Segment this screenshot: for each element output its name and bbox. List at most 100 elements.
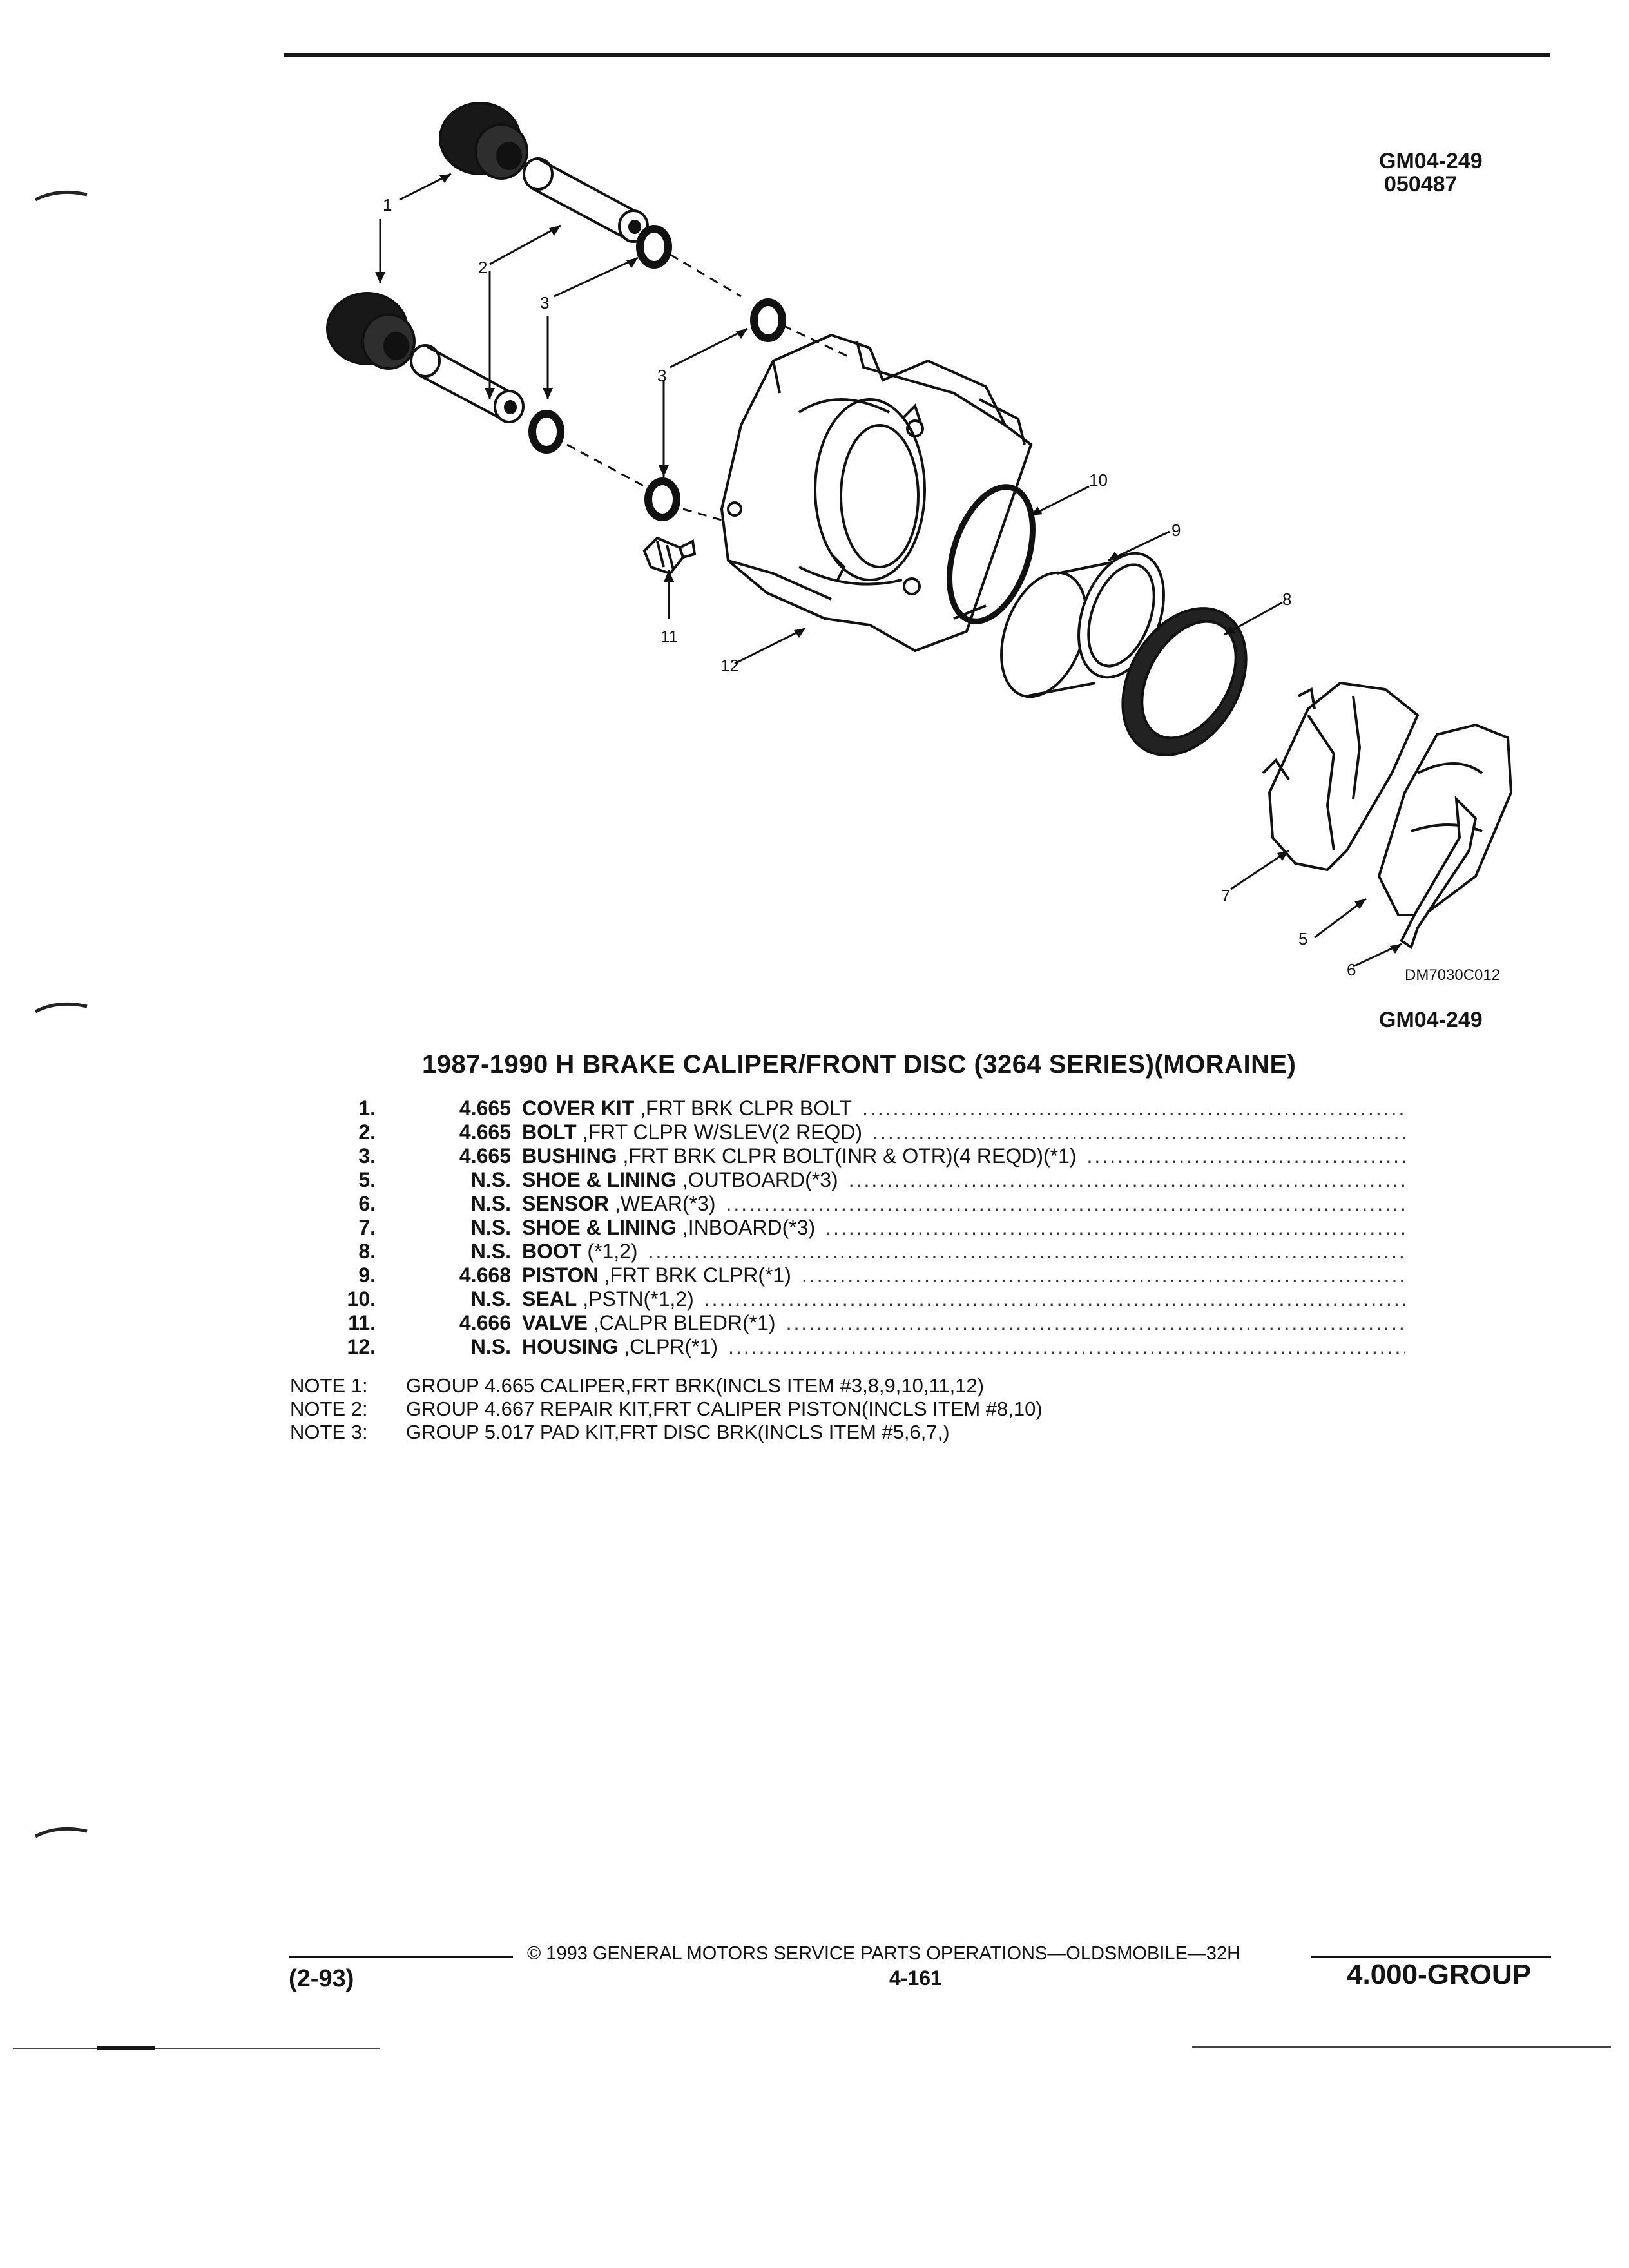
- part-name: BOLT: [522, 1120, 577, 1144]
- callout-label: 12: [720, 656, 739, 675]
- margin-mark: [34, 1827, 88, 1838]
- callout-label: 1: [383, 195, 392, 215]
- part-number: 1.: [358, 1097, 376, 1120]
- footer-rule-right: [1311, 1956, 1551, 1958]
- part-group: 4.665: [459, 1120, 511, 1144]
- parts-row: 7.N.S.SHOE & LINING ,INBOARD(*3): [284, 1216, 1405, 1240]
- part-group: N.S.: [470, 1335, 511, 1358]
- note-row: NOTE 3: GROUP 5.017 PAD KIT,FRT DISC BRK(…: [290, 1421, 1043, 1444]
- outboard-shoe: [1377, 723, 1513, 916]
- note-text: GROUP 4.665 CALIPER,FRT BRK(INCLS ITEM #…: [406, 1374, 985, 1397]
- margin-mark: [34, 190, 88, 202]
- bolt-upper: [523, 157, 649, 243]
- note-label: NOTE 3:: [290, 1421, 368, 1443]
- part-group: N.S.: [470, 1287, 511, 1311]
- piston-boot: [1121, 607, 1248, 756]
- part-description: SHOE & LINING ,INBOARD(*3): [522, 1216, 815, 1240]
- part-name: BOOT: [522, 1240, 582, 1263]
- header-ref-code: GM04-249: [1379, 149, 1483, 173]
- footer-copyright: © 1993 GENERAL MOTORS SERVICE PARTS OPER…: [527, 1943, 1241, 1964]
- part-description: BOOT (*1,2): [522, 1240, 638, 1264]
- note-text: GROUP 5.017 PAD KIT,FRT DISC BRK(INCLS I…: [406, 1421, 950, 1443]
- callout-label: 3: [540, 293, 550, 312]
- dot-leader: [1087, 1144, 1405, 1168]
- part-name: BUSHING: [522, 1144, 617, 1168]
- part-number: 8.: [358, 1240, 376, 1263]
- footer-group: 4.000-GROUP: [1347, 1959, 1532, 1990]
- bushing: [750, 298, 786, 342]
- note-label: NOTE 1:: [290, 1374, 368, 1397]
- parts-row: 12. N.S. HOUSING ,CLPR(*1): [284, 1335, 1405, 1359]
- part-description: SENSOR ,WEAR(*3): [522, 1192, 715, 1216]
- part-name: SHOE & LINING: [522, 1216, 677, 1239]
- part-group: N.S.: [470, 1168, 511, 1191]
- dot-leader: [802, 1264, 1405, 1287]
- part-name: SEAL: [522, 1287, 577, 1311]
- callout-label: 2: [478, 258, 488, 277]
- part-number: 10.: [347, 1287, 376, 1311]
- note-label: NOTE 2:: [290, 1398, 368, 1420]
- margin-mark: [34, 1002, 88, 1014]
- bolt-lower: [410, 344, 525, 423]
- note-row: NOTE 1: GROUP 4.665 CALIPER,FRT BRK(INCLS…: [290, 1374, 1043, 1398]
- bushing: [644, 477, 680, 521]
- part-number: 2.: [358, 1120, 376, 1144]
- part-name: COVER KIT: [522, 1097, 635, 1120]
- part-number: 9.: [358, 1264, 376, 1287]
- bolt-cover-lower: [326, 292, 416, 370]
- footer-rule-left: [289, 1956, 513, 1958]
- part-group: N.S.: [470, 1192, 511, 1215]
- part-name: SHOE & LINING: [522, 1168, 677, 1191]
- callout-label: 9: [1171, 521, 1181, 540]
- callout-label: 7: [1221, 886, 1231, 905]
- parts-row: 10.N.S.SEAL ,PSTN(*1,2): [284, 1287, 1405, 1311]
- part-detail: ,FRT BRK CLPR BOLT(INR & OTR)(4 REQD)(*1…: [622, 1144, 1077, 1168]
- part-description: VALVE ,CALPR BLEDR(*1): [522, 1311, 776, 1335]
- part-group: 4.666: [459, 1311, 511, 1334]
- notes-list: NOTE 1: GROUP 4.665 CALIPER,FRT BRK(INCLS…: [290, 1374, 1043, 1444]
- part-group: 4.665: [459, 1144, 511, 1168]
- parts-row: 3. 4.665 BUSHING ,FRT BRK CLPR BOLT(INR & …: [284, 1144, 1405, 1168]
- callout-label: 3: [657, 366, 667, 385]
- inboard-shoe: [1262, 681, 1420, 872]
- part-description: SHOE & LINING ,OUTBOARD(*3): [522, 1168, 838, 1192]
- callout-label: 5: [1298, 929, 1308, 948]
- bottom-rule-left: [13, 2048, 380, 2049]
- callout-label: 6: [1347, 960, 1356, 979]
- drawing-code: DM7030C012: [1405, 966, 1501, 984]
- bushing: [636, 225, 672, 269]
- part-group: N.S.: [470, 1216, 511, 1239]
- part-detail: ,WEAR(*3): [615, 1192, 716, 1215]
- part-name: HOUSING: [522, 1335, 619, 1358]
- dot-leader: [862, 1097, 1405, 1120]
- part-detail: (*1,2): [587, 1240, 638, 1263]
- footer-page-number: 4-161: [889, 1966, 942, 1990]
- parts-row: 2. 4.665 BOLT ,FRT CLPR W/SLEV(2 REQD): [284, 1120, 1405, 1144]
- note-row: NOTE 2: GROUP 4.667 REPAIR KIT,FRT CALIPE…: [290, 1398, 1043, 1421]
- part-number: 12.: [347, 1335, 376, 1358]
- note-text: GROUP 4.667 REPAIR KIT,FRT CALIPER PISTO…: [406, 1398, 1043, 1420]
- top-rule: [284, 53, 1550, 57]
- caliper-housing: [720, 333, 1033, 653]
- part-name: VALVE: [522, 1311, 588, 1334]
- part-number: 3.: [358, 1144, 376, 1168]
- bleeder-valve: [642, 536, 697, 575]
- part-description: BUSHING ,FRT BRK CLPR BOLT(INR & OTR)(4 …: [522, 1144, 1077, 1168]
- dot-leader: [704, 1287, 1405, 1311]
- callout-label: 11: [660, 627, 678, 646]
- footer-revision-date: (2-93): [289, 1965, 354, 1992]
- brake-caliper-exploded-diagram: [326, 102, 1513, 968]
- part-group: N.S.: [470, 1240, 511, 1263]
- part-description: HOUSING ,CLPR(*1): [522, 1335, 718, 1359]
- part-group: 4.668: [459, 1264, 511, 1287]
- bottom-rule-left-thick: [97, 2046, 155, 2050]
- dot-leader: [872, 1120, 1405, 1144]
- parts-row: 8. N.S. BOOT (*1,2): [284, 1240, 1405, 1264]
- wear-sensor: [1400, 795, 1478, 950]
- part-detail: ,FRT CLPR W/SLEV(2 REQD): [582, 1120, 863, 1144]
- header-ref-date: 050487: [1384, 172, 1458, 197]
